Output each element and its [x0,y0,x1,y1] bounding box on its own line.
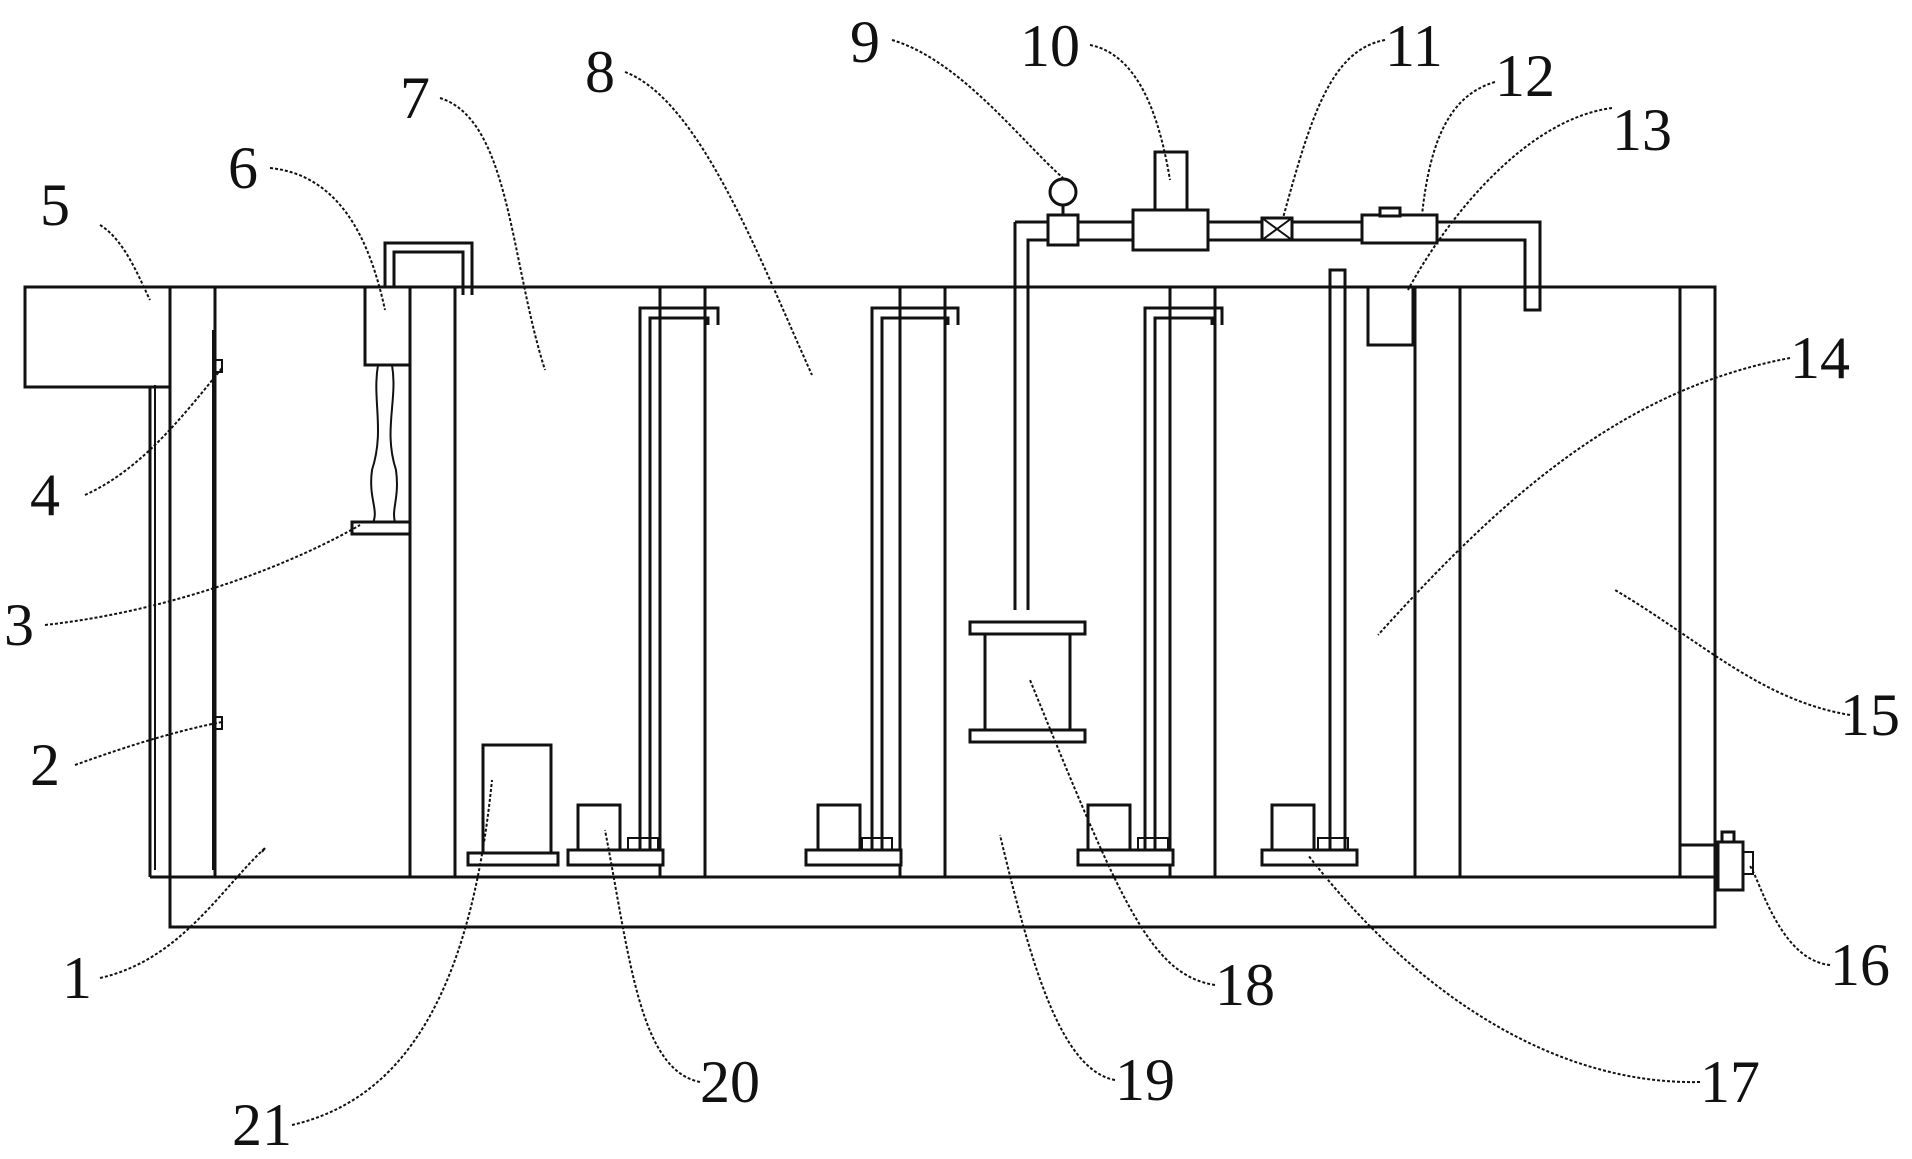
label-12: 12 [1495,43,1555,109]
label-11: 11 [1385,13,1443,79]
label-3: 3 [4,592,34,658]
dosing-box [1366,285,1415,347]
label-4: 4 [30,462,60,528]
tank-body [148,285,1717,929]
leader-lines [44,39,1851,1126]
riser-pipe [1328,268,1347,855]
label-15: 15 [1840,682,1900,748]
label-5: 5 [40,172,70,238]
floor-pumps [466,743,1359,867]
label-8: 8 [585,39,615,105]
label-9: 9 [850,9,880,75]
label-1: 1 [62,945,92,1011]
drain-valve [1680,830,1754,892]
label-20: 20 [700,1049,760,1115]
label-2: 2 [30,732,60,798]
lift-pipes [638,306,1224,850]
label-14: 14 [1790,325,1850,391]
callout-labels: 1 2 3 4 5 6 7 8 9 10 11 12 13 14 15 16 1… [4,9,1900,1158]
partition-walls [408,285,1682,879]
label-17: 17 [1700,1049,1760,1115]
process-line [1013,150,1542,610]
label-6: 6 [228,135,258,201]
label-10: 10 [1020,13,1080,79]
left-chamber-wall [154,285,223,879]
inner-markers [261,847,266,853]
overflow-pipe [383,241,474,295]
label-16: 16 [1830,932,1890,998]
sensor-unit [350,285,412,536]
label-19: 19 [1115,1047,1175,1113]
label-13: 13 [1612,97,1672,163]
label-21: 21 [232,1092,292,1158]
filter-cartridge [968,620,1087,744]
label-7: 7 [400,65,430,131]
label-18: 18 [1215,952,1275,1018]
control-box [23,285,172,389]
